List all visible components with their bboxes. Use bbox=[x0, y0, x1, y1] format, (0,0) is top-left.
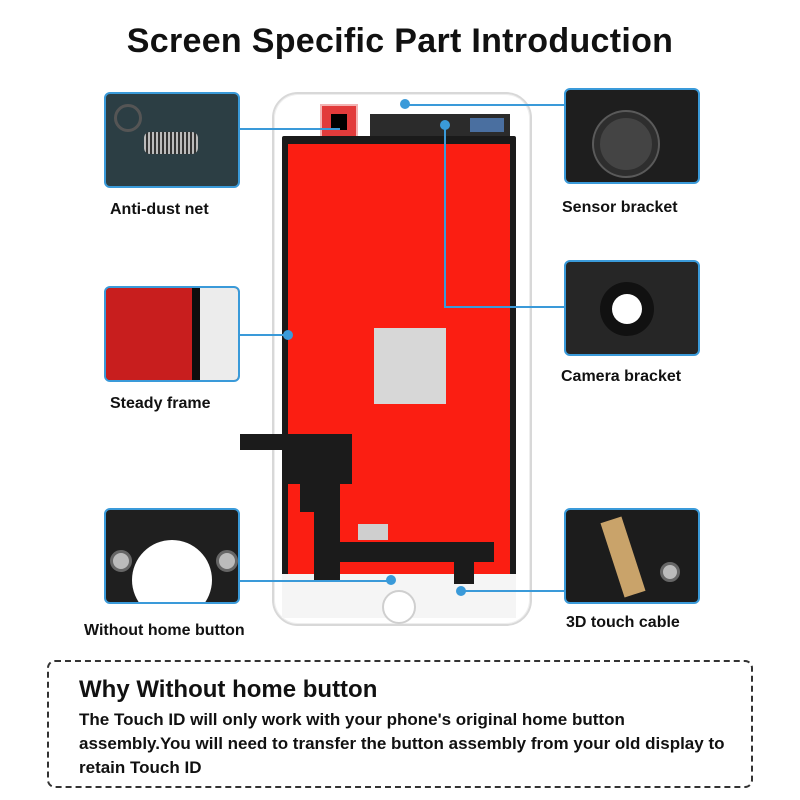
connector-line bbox=[444, 306, 564, 308]
sensor-bracket-label: Sensor bracket bbox=[562, 199, 678, 216]
connector-line bbox=[444, 124, 446, 308]
connector-line bbox=[238, 580, 388, 582]
without-home-button-label: Without home button bbox=[84, 622, 245, 639]
page-title: Screen Specific Part Introduction bbox=[126, 22, 674, 60]
anti-dust-net-part bbox=[320, 104, 358, 140]
info-box: Why Without home button The Touch ID wil… bbox=[47, 660, 753, 788]
lcd-sticker-small bbox=[358, 524, 388, 540]
without-home-button-image bbox=[104, 508, 240, 604]
connector-dot bbox=[386, 575, 396, 585]
camera-bracket-label: Camera bracket bbox=[561, 368, 682, 385]
home-button-hole bbox=[382, 590, 416, 624]
touch-cable-part bbox=[314, 542, 494, 562]
anti-dust-net-label: Anti-dust net bbox=[110, 201, 209, 218]
connector-dot bbox=[440, 120, 450, 130]
flex-connector bbox=[288, 434, 352, 484]
sensor-bracket-image bbox=[564, 88, 700, 184]
phone-display-assembly bbox=[240, 92, 532, 626]
lcd-panel bbox=[288, 144, 510, 584]
flex-cable bbox=[454, 554, 474, 584]
touch-cable-image bbox=[564, 508, 700, 604]
connector-line bbox=[462, 590, 564, 592]
info-body: The Touch ID will only work with your ph… bbox=[79, 710, 725, 777]
lcd-sticker bbox=[374, 328, 446, 404]
steady-frame-label: Steady frame bbox=[110, 395, 211, 412]
info-heading: Why Without home button bbox=[79, 676, 378, 703]
camera-bracket-image bbox=[564, 260, 700, 356]
connector-line bbox=[404, 104, 564, 106]
flex-cable bbox=[300, 482, 340, 512]
steady-frame-image bbox=[104, 286, 240, 382]
connector-dot bbox=[456, 586, 466, 596]
connector-line bbox=[236, 334, 288, 336]
connector-dot bbox=[283, 330, 293, 340]
connector-line bbox=[240, 128, 340, 130]
touch-cable-label: 3D touch cable bbox=[566, 614, 680, 631]
connector-dot bbox=[400, 99, 410, 109]
top-bracket-area bbox=[288, 104, 514, 140]
anti-dust-net-image bbox=[104, 92, 240, 188]
